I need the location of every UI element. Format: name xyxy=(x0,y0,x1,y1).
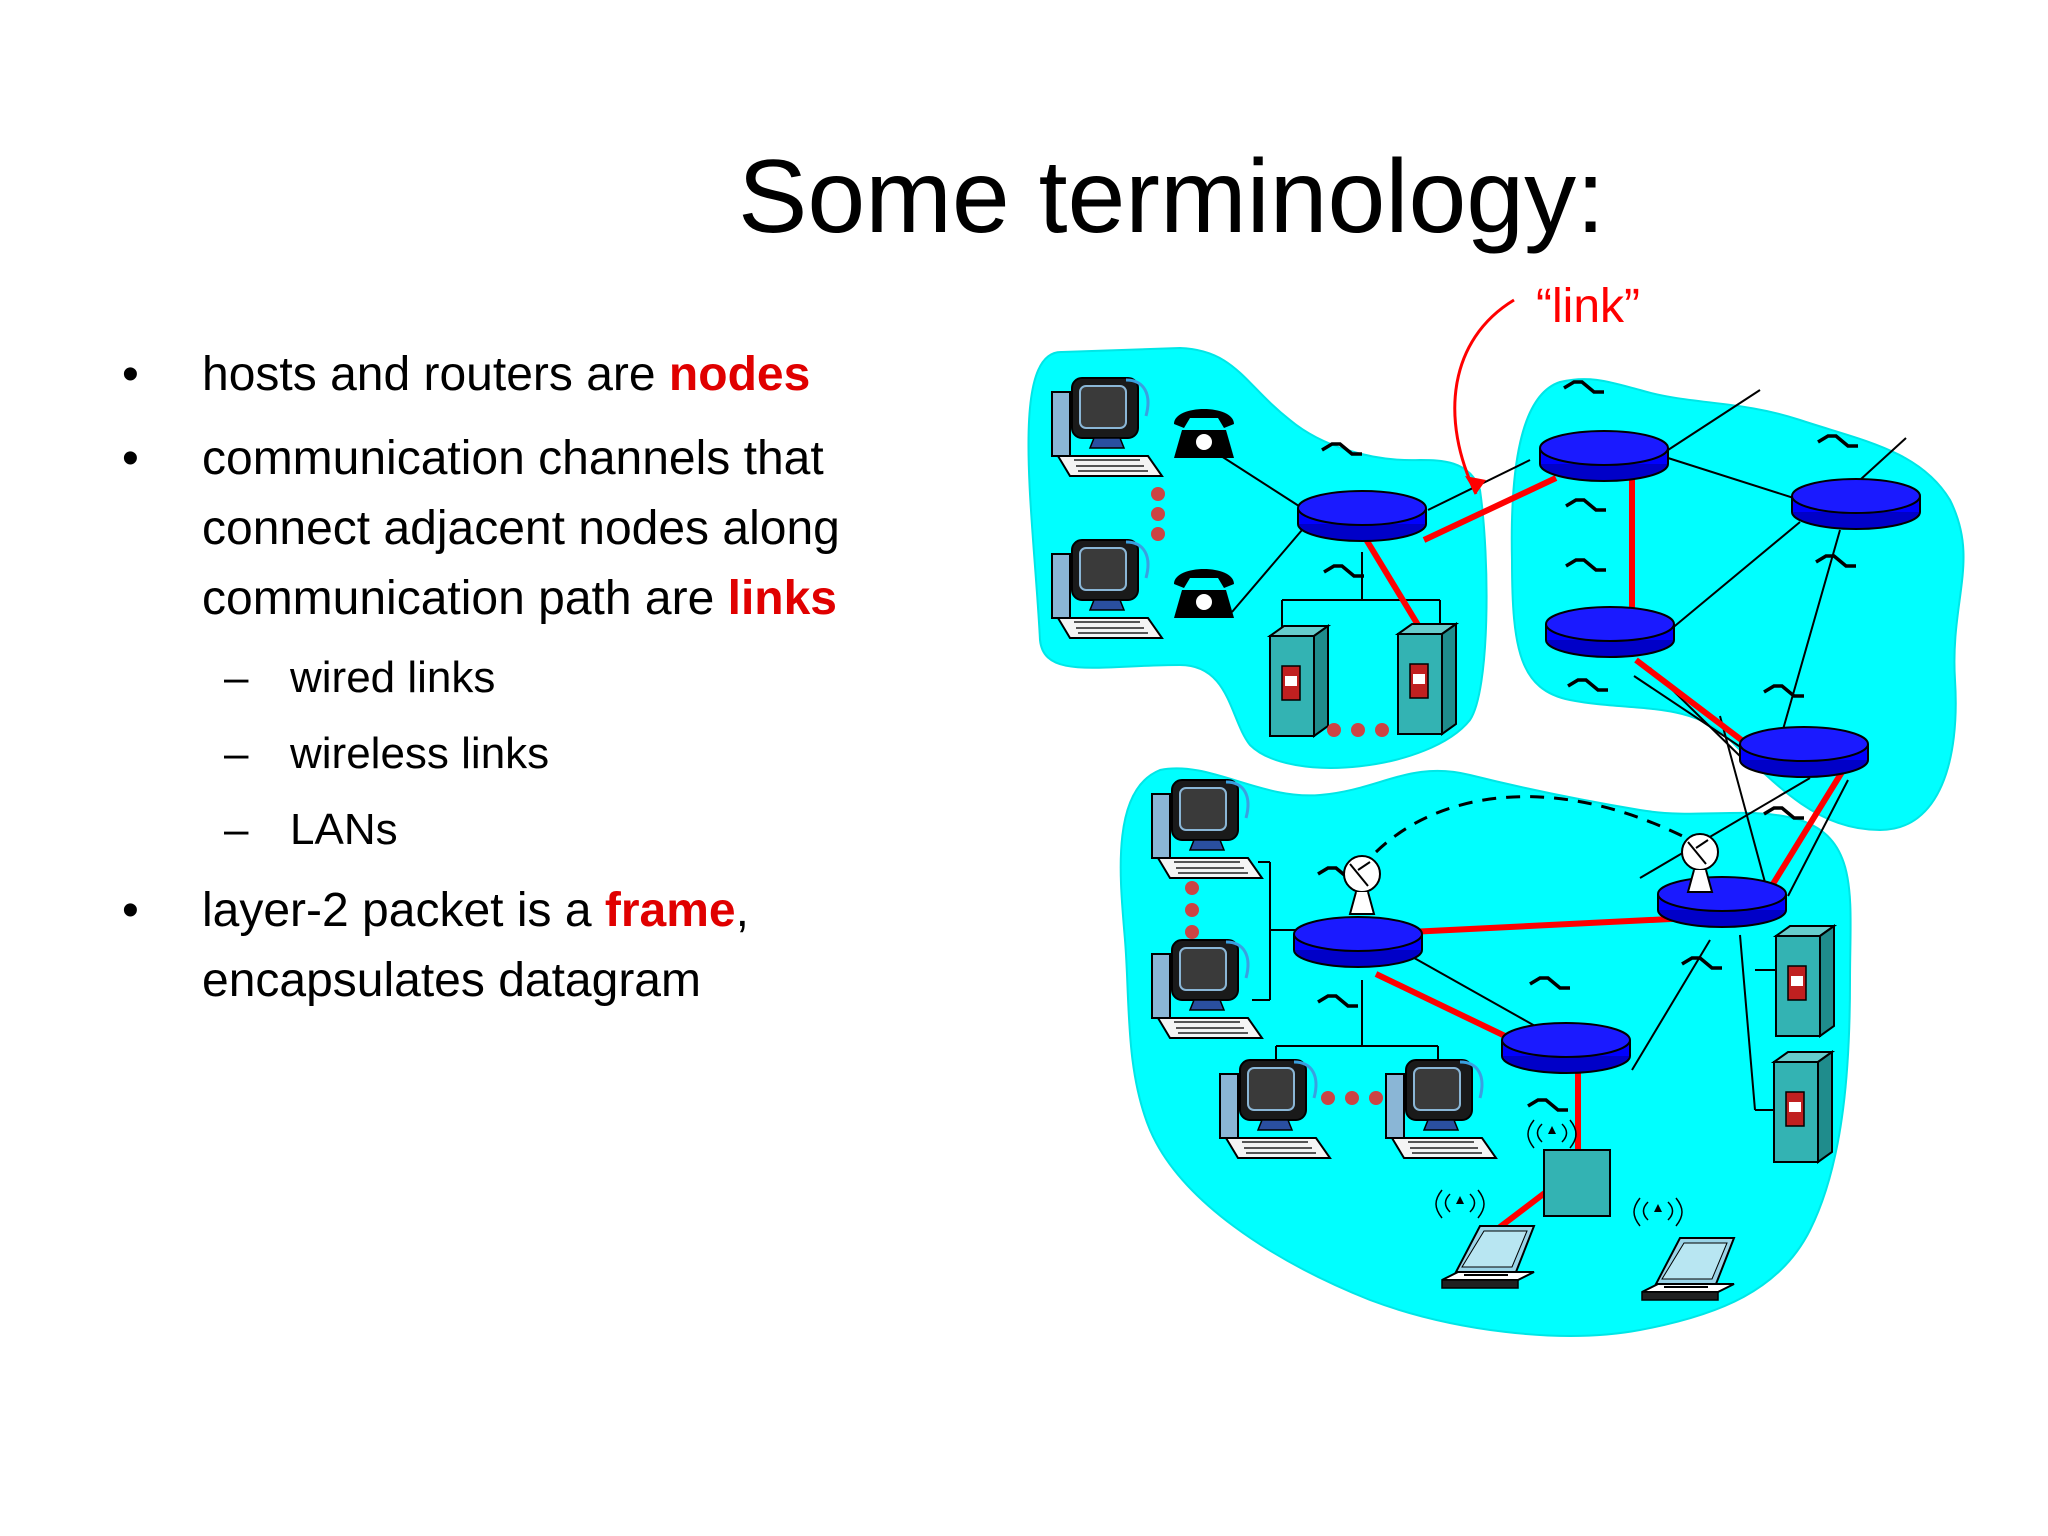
phone-icon xyxy=(1173,408,1235,459)
bullet-text: hosts and routers are xyxy=(202,348,669,401)
term-links: links xyxy=(727,572,837,625)
bullet-frame: • layer-2 packet is a frame, encapsulate… xyxy=(120,876,842,1016)
sub-bullet-wired: – wired links xyxy=(120,648,980,708)
sub-bullet-text: wireless links xyxy=(290,729,550,778)
bullet-list: • hosts and routers are nodes • communic… xyxy=(120,340,980,1030)
bullet-nodes: • hosts and routers are nodes xyxy=(120,340,980,410)
arrow-head-icon xyxy=(1465,476,1486,494)
access-point xyxy=(1543,1149,1611,1217)
bullet-text-after: , encapsulates datagram xyxy=(202,884,749,1007)
bullet-icon: • xyxy=(122,884,139,937)
bullet-icon: • xyxy=(122,432,139,485)
bullet-icon: • xyxy=(122,348,139,401)
server-icon xyxy=(1397,623,1457,735)
router-5 xyxy=(1739,726,1869,778)
slide-title: Some terminology: xyxy=(738,139,1606,255)
server-icon xyxy=(1269,625,1329,737)
sub-bullet-text: LANs xyxy=(290,805,398,854)
bullet-text: communication channels that connect adja… xyxy=(202,432,840,625)
router-6 xyxy=(1293,916,1423,968)
dash-icon: – xyxy=(224,729,249,778)
term-nodes: nodes xyxy=(668,348,811,401)
link-arrow xyxy=(1453,298,1515,495)
server-icon xyxy=(1773,1051,1833,1163)
ellipsis-dots xyxy=(1151,487,1389,737)
router-3 xyxy=(1791,478,1921,530)
phone-icon xyxy=(1173,568,1235,619)
dash-icon: – xyxy=(224,653,249,702)
ellipsis-dots xyxy=(1185,881,1383,1105)
sub-bullet-text: wired links xyxy=(290,653,496,702)
router-7 xyxy=(1657,876,1787,928)
router-8 xyxy=(1501,1022,1631,1074)
router-1 xyxy=(1297,490,1427,542)
router-4 xyxy=(1545,606,1675,658)
term-frame: frame xyxy=(604,884,736,937)
server-icon xyxy=(1775,925,1835,1037)
link-label: “link” xyxy=(1536,280,1640,333)
sub-bullet-lans: – LANs xyxy=(120,800,980,860)
wired-links-thin xyxy=(1217,389,1907,1111)
bullet-links: • communication channels that connect ad… xyxy=(120,424,982,634)
satellite-link xyxy=(1374,795,1701,854)
highlighted-links xyxy=(1361,475,1845,1233)
bullet-text: layer-2 packet is a xyxy=(202,884,605,937)
dash-icon: – xyxy=(224,805,249,854)
sub-bullet-wireless: – wireless links xyxy=(120,724,980,784)
router-2 xyxy=(1539,430,1669,482)
